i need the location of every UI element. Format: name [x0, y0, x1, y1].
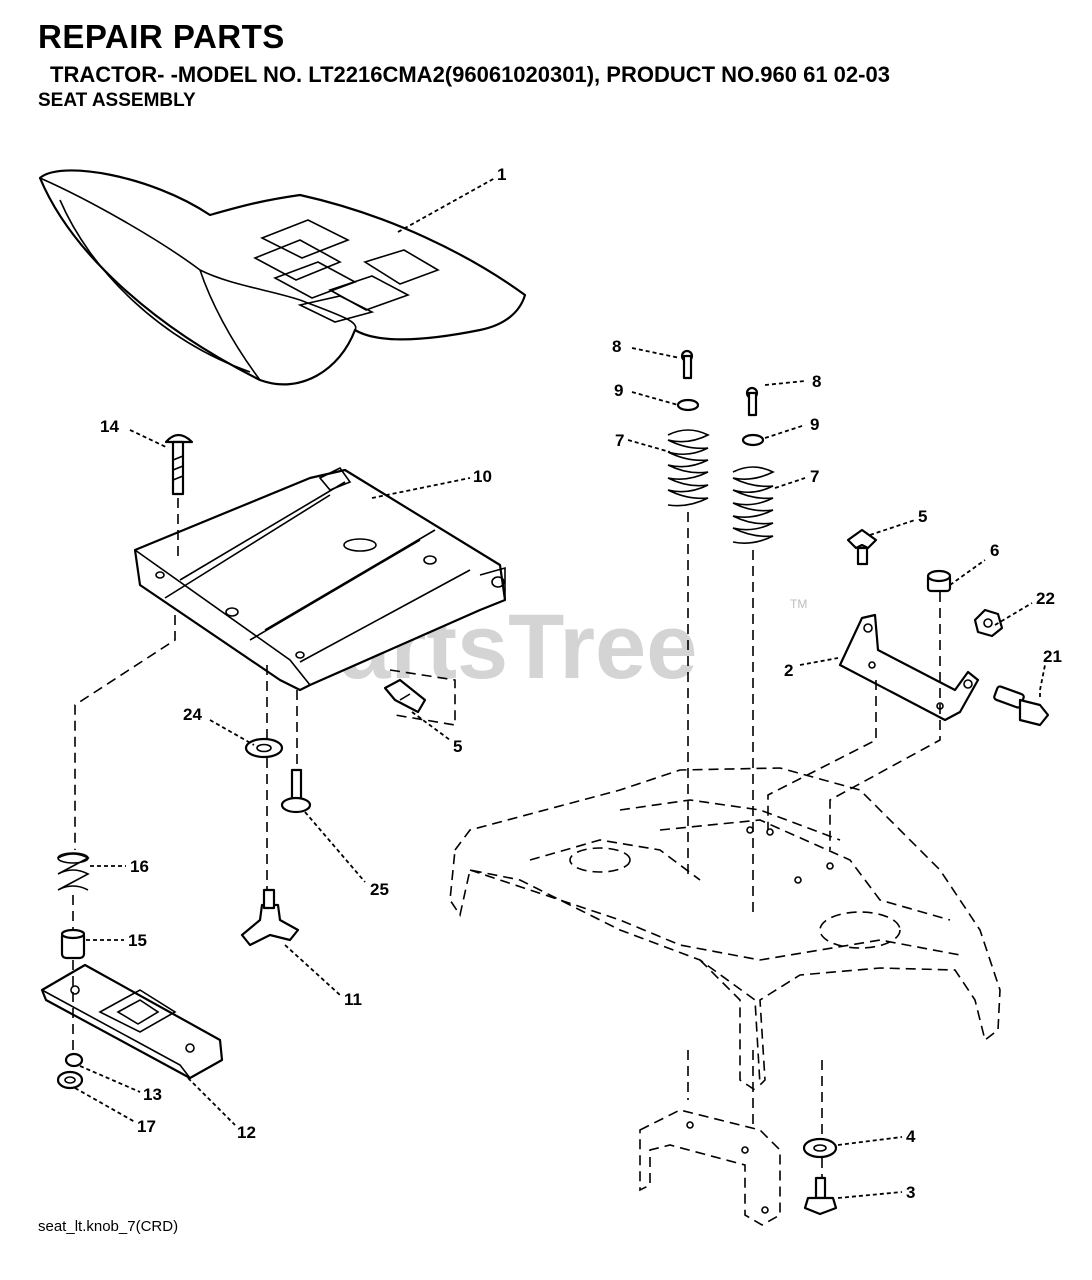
- nut-part-13: [64, 1052, 84, 1068]
- tractor-frame: [449, 767, 1001, 1226]
- callout-2: 2: [784, 661, 793, 680]
- callout-15: 15: [128, 931, 147, 950]
- washer-part-17: [56, 1070, 84, 1090]
- callout-21: 21: [1043, 647, 1062, 666]
- callout-22: 22: [1036, 589, 1055, 608]
- bolt-part-8-right: [745, 386, 759, 417]
- callout-8-right: 8: [812, 372, 821, 391]
- callout-8-left: 8: [612, 337, 621, 356]
- shoulder-bolt-part-21: [993, 685, 1050, 727]
- wing-nut-part-5-right: [846, 528, 878, 566]
- washer-part-4: [802, 1137, 838, 1159]
- callout-1: 1: [497, 165, 506, 184]
- nut-part-22: [973, 608, 1004, 638]
- callout-25: 25: [370, 880, 389, 899]
- washer-part-24: [244, 737, 284, 759]
- assembly-lines: [72, 498, 941, 1178]
- spring-part-16: [57, 852, 90, 891]
- callout-9-left: 9: [614, 381, 623, 400]
- clip-part-5-left: [383, 669, 456, 726]
- slide-plate-part-12: [40, 963, 224, 1080]
- callout-9-right: 9: [810, 415, 819, 434]
- callout-4: 4: [906, 1127, 916, 1146]
- bolt-part-25: [280, 768, 312, 814]
- bracket-part-2: [838, 613, 980, 722]
- callout-17: 17: [137, 1117, 156, 1136]
- callout-7-left: 7: [615, 431, 624, 450]
- spring-part-7-right: [732, 466, 775, 544]
- callout-labels: 1 2 3 4 5 5 6 7 7 8 8 9 9 10 11 12 13 14…: [100, 165, 1062, 1202]
- model-subtitle: TRACTOR- -MODEL NO. LT2216CMA2(960610203…: [50, 62, 890, 87]
- watermark-tm: TM: [790, 597, 807, 611]
- callout-5-right: 5: [918, 507, 927, 526]
- callout-6: 6: [990, 541, 999, 560]
- image-caption: seat_lt.knob_7(CRD): [38, 1218, 179, 1235]
- callout-3: 3: [906, 1183, 915, 1202]
- spring-part-7-left: [667, 429, 710, 507]
- leader-lines: [74, 177, 1046, 1199]
- page-title: REPAIR PARTS: [38, 18, 285, 55]
- washer-part-9-right: [741, 433, 765, 447]
- section-title: SEAT ASSEMBLY: [38, 90, 196, 111]
- callout-12: 12: [237, 1123, 256, 1142]
- callout-10: 10: [473, 467, 492, 486]
- spacer-part-15: [60, 928, 86, 960]
- callout-7-right: 7: [810, 467, 819, 486]
- carriage-bolt-part-14: [164, 433, 194, 496]
- nut-part-6: [926, 569, 952, 593]
- callout-13: 13: [143, 1085, 162, 1104]
- callout-5-left: 5: [453, 737, 462, 756]
- seat-part-1: [38, 169, 527, 386]
- washer-part-9-left: [676, 398, 700, 412]
- callout-16: 16: [130, 857, 149, 876]
- seat-pan-part-10: [133, 466, 507, 692]
- callout-14: 14: [100, 417, 119, 436]
- bolt-part-8-left: [680, 349, 694, 380]
- callout-24: 24: [183, 705, 202, 724]
- knob-part-11: [240, 888, 300, 947]
- callout-11: 11: [344, 990, 362, 1009]
- bolt-part-3: [803, 1176, 838, 1216]
